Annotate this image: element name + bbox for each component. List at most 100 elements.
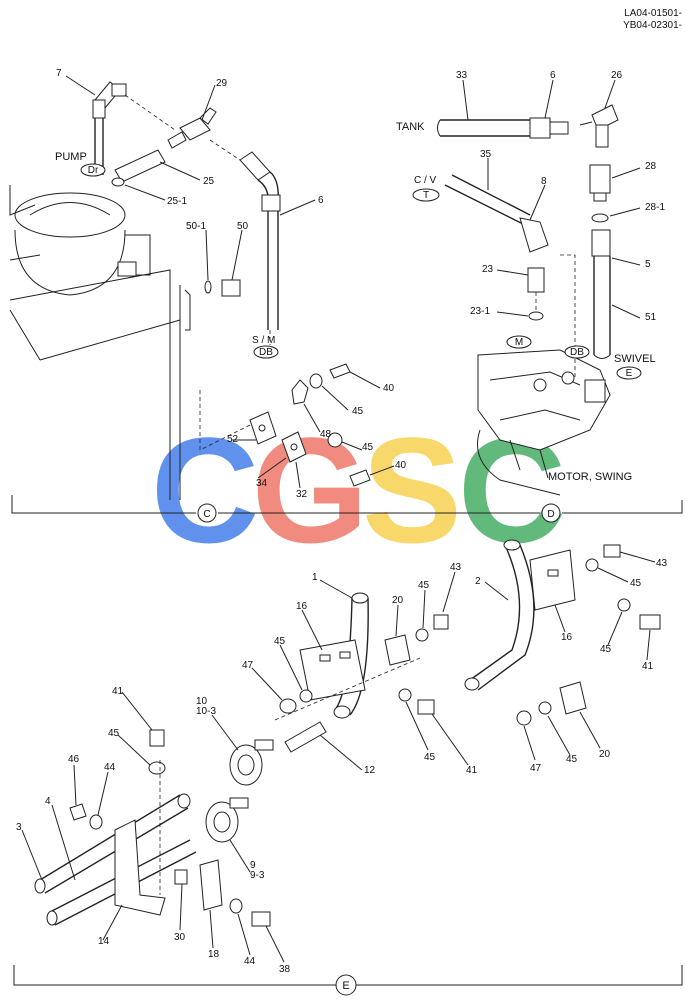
callout-20-right: 20 (599, 749, 611, 760)
label-swivel: SWIVEL (614, 353, 656, 365)
callout-43-left: 43 (450, 562, 462, 573)
callout-40-top: 40 (383, 383, 395, 394)
marker-c-label: C (203, 509, 210, 520)
hose-fitting-7 (92, 81, 127, 175)
callout-10-3: 10-3 (196, 706, 216, 717)
label-e: E (626, 368, 633, 379)
callout-41-left: 41 (112, 686, 124, 697)
callout-6-right: 6 (550, 70, 556, 81)
callout-14: 14 (98, 936, 110, 947)
callout-41-mid: 41 (466, 765, 478, 776)
callout-51: 51 (645, 312, 657, 323)
callout-1: 1 (312, 572, 318, 583)
callout-33: 33 (456, 70, 468, 81)
label-motor-swing: MOTOR, SWING (548, 471, 632, 483)
label-m: M (515, 337, 523, 348)
tank-outline (9, 185, 191, 500)
callout-7: 7 (56, 68, 62, 79)
clamp-assembly (249, 363, 371, 487)
marker-c (197, 503, 217, 523)
label-sm: S / M (252, 335, 275, 346)
marker-e-label: E (342, 980, 349, 992)
callout-45-c: 45 (418, 580, 430, 591)
callout-23: 23 (482, 264, 494, 275)
fitting-23 (527, 267, 545, 321)
callout-47-left: 47 (242, 660, 254, 671)
fasteners-mid (279, 544, 661, 753)
hose-clamp-9 (205, 797, 249, 843)
callout-45-h: 45 (566, 754, 578, 765)
callout-45-top: 45 (352, 406, 364, 417)
callout-45-f: 45 (274, 636, 286, 647)
callout-6-left: 6 (318, 195, 324, 206)
callout-12: 12 (364, 765, 376, 776)
callout-41-right: 41 (642, 661, 654, 672)
model-code-1: LA04-01501- (624, 8, 682, 19)
hose-35-cv (444, 174, 549, 253)
marker-d-label: D (547, 509, 554, 520)
callout-10: 10 (196, 696, 208, 707)
label-t: T (423, 190, 429, 201)
callout-52: 52 (227, 434, 239, 445)
callout-26: 26 (611, 70, 623, 81)
label-db-right: DB (570, 347, 584, 358)
cgsc-watermark: C G S C (151, 406, 566, 574)
tee-fitting-29 (167, 107, 217, 149)
callout-18: 18 (208, 949, 220, 960)
text-labels: PUMP Dr S / M DB TANK C / V T M DB SWIVE… (55, 121, 656, 992)
pipe-2 (464, 539, 535, 691)
hose-33-tank (437, 117, 569, 139)
callout-9: 9 (250, 860, 256, 871)
callout-25-1: 25-1 (167, 196, 187, 207)
marker-e (335, 974, 357, 996)
callout-45-e: 45 (600, 644, 612, 655)
callout-3: 3 (16, 822, 22, 833)
callout-2: 2 (475, 576, 481, 587)
label-tank: TANK (396, 121, 425, 133)
callout-5: 5 (645, 259, 651, 270)
callout-23-1: 23-1 (470, 306, 490, 317)
callout-44-bottom: 44 (244, 956, 256, 967)
label-dr: Dr (88, 165, 99, 176)
callout-4: 4 (45, 796, 51, 807)
part-number-callouts: 7 29 25 25-1 6 50-1 50 33 6 26 35 8 28 2… (16, 68, 668, 975)
plug-50 (204, 279, 241, 297)
callout-45-mid: 45 (362, 442, 374, 453)
watermark-letter-3: S (362, 406, 462, 574)
badge-m (506, 335, 532, 349)
callout-35: 35 (480, 149, 492, 160)
callout-50: 50 (237, 221, 249, 232)
clamp-20-right (559, 681, 587, 715)
bracket-16-right (529, 549, 576, 611)
clamp-20-left (384, 634, 411, 666)
hose-6-left (239, 151, 281, 330)
label-db-left: DB (259, 347, 273, 358)
callout-40-mid: 40 (395, 460, 407, 471)
swing-motor-assembly (477, 349, 611, 496)
callout-16-left: 16 (296, 601, 308, 612)
badge-dr (80, 163, 106, 177)
watermark-letter-1: C (151, 406, 259, 574)
callout-45-g: 45 (424, 752, 436, 763)
label-pump: PUMP (55, 151, 87, 163)
elbow-26 (579, 104, 619, 148)
callout-30: 30 (174, 932, 186, 943)
callout-20-left: 20 (392, 595, 404, 606)
callout-28: 28 (645, 161, 657, 172)
callout-16-right: 16 (561, 632, 573, 643)
callout-45-d: 45 (630, 578, 642, 589)
callout-34: 34 (256, 478, 268, 489)
callout-32: 32 (296, 489, 308, 500)
callout-50-1: 50-1 (186, 221, 206, 232)
callout-46: 46 (68, 754, 80, 765)
callout-48: 48 (320, 429, 332, 440)
badge-e (616, 366, 642, 380)
callout-43-right: 43 (656, 558, 668, 569)
hose-clamp-10 (229, 739, 274, 786)
callout-45-i: 45 (108, 728, 120, 739)
callout-38: 38 (279, 964, 291, 975)
callout-9-3: 9-3 (250, 870, 265, 881)
callout-29: 29 (216, 78, 228, 89)
marker-d (541, 503, 561, 523)
